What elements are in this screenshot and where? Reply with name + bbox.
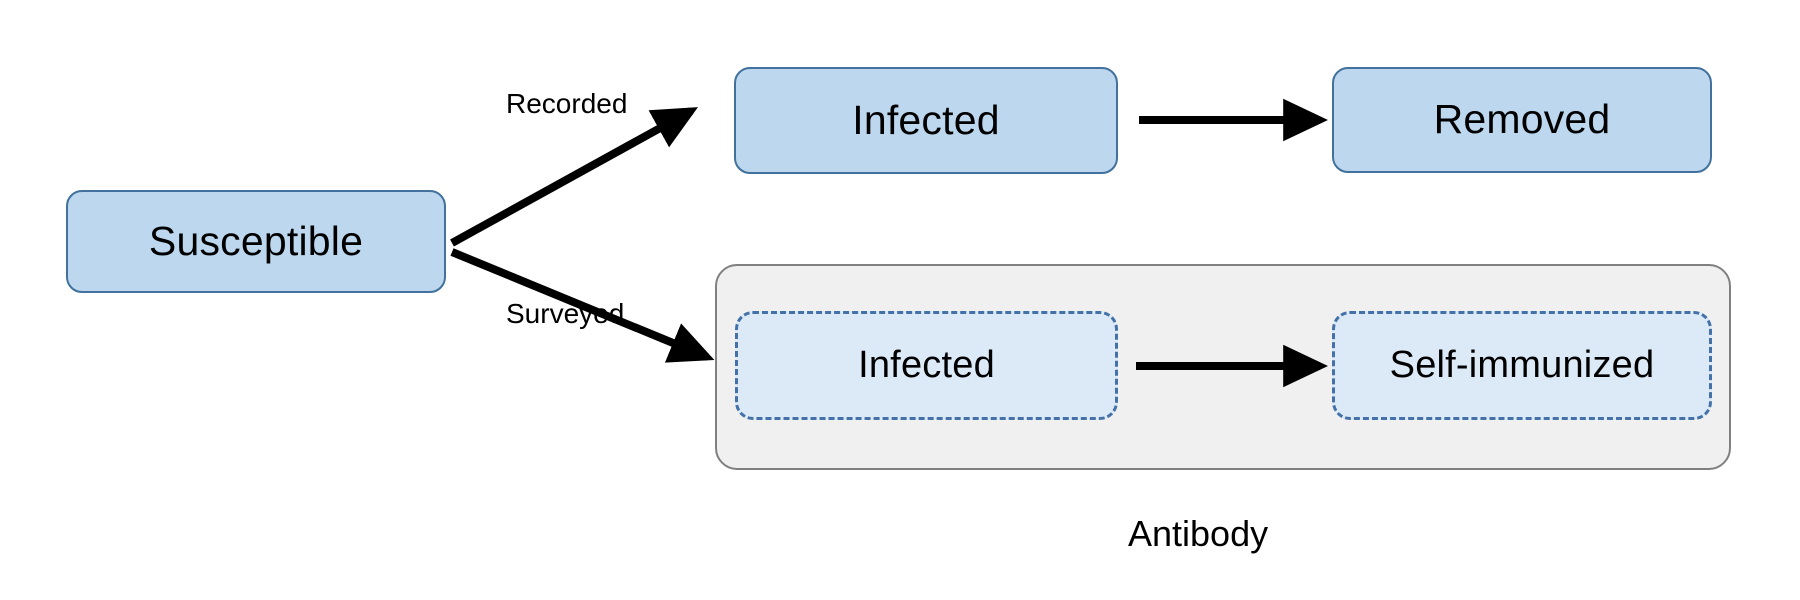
edge-label-recorded: Recorded — [506, 88, 628, 119]
arrow-susceptible-to-infected-recorded — [450, 107, 699, 247]
node-self-immunized[interactable]: Self-immunized — [1332, 311, 1712, 420]
node-susceptible-label: Susceptible — [148, 217, 364, 264]
node-infected-recorded[interactable]: Infected — [734, 67, 1118, 174]
node-self-immunized-label: Self-immunized — [1389, 343, 1655, 386]
node-susceptible[interactable]: Susceptible — [66, 190, 446, 293]
edge-label-surveyed: Surveyed — [506, 298, 625, 329]
node-infected-recorded-label: Infected — [852, 96, 1000, 143]
node-infected-surveyed[interactable]: Infected — [735, 311, 1118, 420]
node-removed-label: Removed — [1433, 96, 1611, 143]
antibody-group-caption: Antibody — [1128, 513, 1269, 554]
node-removed[interactable]: Removed — [1332, 67, 1712, 173]
node-infected-surveyed-label: Infected — [858, 343, 995, 386]
